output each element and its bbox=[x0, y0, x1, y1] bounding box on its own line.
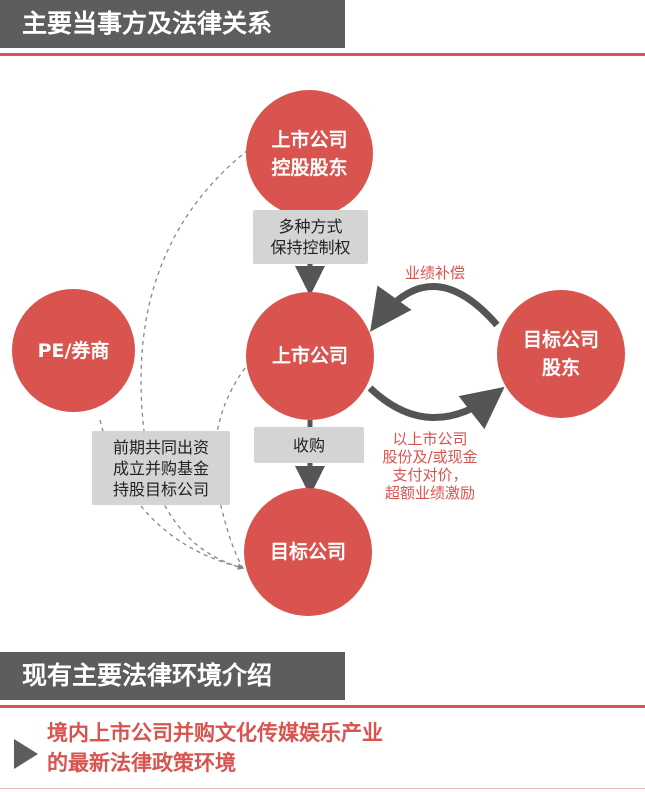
node-label: PE/券商 bbox=[37, 339, 110, 362]
fund-label: 前期共同出资 成立并购基金 持股目标公司 bbox=[92, 431, 230, 505]
node-label: 控股股东 bbox=[271, 156, 348, 179]
node-label: 上市公司 bbox=[271, 128, 348, 151]
node-controlling-shareholder: 上市公司 控股股东 bbox=[246, 90, 373, 217]
subsection-heading: 境内上市公司并购文化传媒娱乐产业 的最新法律政策环境 bbox=[47, 721, 383, 775]
acquire-label: 收购 bbox=[254, 427, 364, 463]
compensation-arrow bbox=[370, 283, 500, 332]
controller-to-target-dashed bbox=[140, 149, 249, 570]
header-underline bbox=[0, 705, 645, 708]
node-listed-company: 上市公司 bbox=[246, 292, 374, 420]
node-label: 目标公司 bbox=[522, 329, 599, 351]
node-label: 股东 bbox=[541, 357, 580, 379]
node-target-company: 目标公司 bbox=[244, 488, 372, 616]
header-underline bbox=[0, 53, 645, 56]
section-header: 现有主要法律环境介绍 bbox=[0, 652, 345, 700]
bottom-divider bbox=[0, 788, 645, 789]
section-title: 现有主要法律环境介绍 bbox=[22, 661, 273, 690]
node-pe-broker: PE/券商 bbox=[12, 289, 135, 412]
compensation-label: 业绩补偿 bbox=[404, 264, 465, 282]
triangle-marker-icon bbox=[14, 739, 38, 769]
node-label: 目标公司 bbox=[269, 541, 346, 563]
payment-label: 以上市公司 股份及/或现金 支付对价， 超额业绩激励 bbox=[382, 430, 478, 502]
control-label: 多种方式 保持控制权 bbox=[253, 210, 368, 264]
section-header: 主要当事方及法律关系 bbox=[0, 0, 345, 48]
node-label: 上市公司 bbox=[271, 345, 348, 367]
section-title: 主要当事方及法律关系 bbox=[22, 9, 273, 38]
payment-arrow bbox=[367, 385, 505, 430]
node-target-shareholder: 目标公司 股东 bbox=[497, 290, 625, 418]
